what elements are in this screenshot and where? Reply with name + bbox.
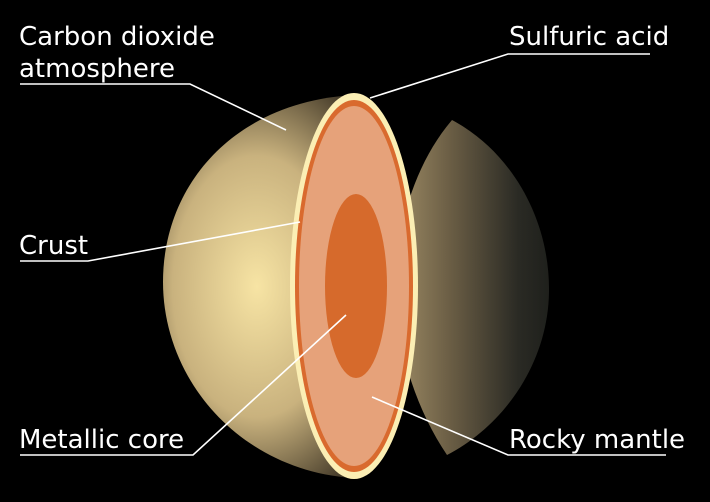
label-crust: Crust <box>19 231 89 261</box>
back-hemisphere <box>396 120 550 455</box>
leader-crust <box>20 221 301 262</box>
label-atmosphere-line1: Carbon dioxide <box>19 22 215 52</box>
leader-metallic-core <box>20 314 347 456</box>
leader-sulfuric-acid <box>369 53 650 99</box>
leader-lines <box>20 53 666 456</box>
label-atmosphere-line2: atmosphere <box>19 54 175 84</box>
label-carbon-dioxide-atmosphere: Carbon dioxide atmosphere <box>19 21 215 85</box>
label-rocky-mantle: Rocky mantle <box>509 425 686 455</box>
label-sulfuric-acid: Sulfuric acid <box>509 22 670 52</box>
label-metallic-core: Metallic core <box>19 425 185 455</box>
leader-rocky-mantle <box>371 396 666 456</box>
metallic-core <box>325 194 387 378</box>
leader-atmosphere <box>20 83 287 131</box>
